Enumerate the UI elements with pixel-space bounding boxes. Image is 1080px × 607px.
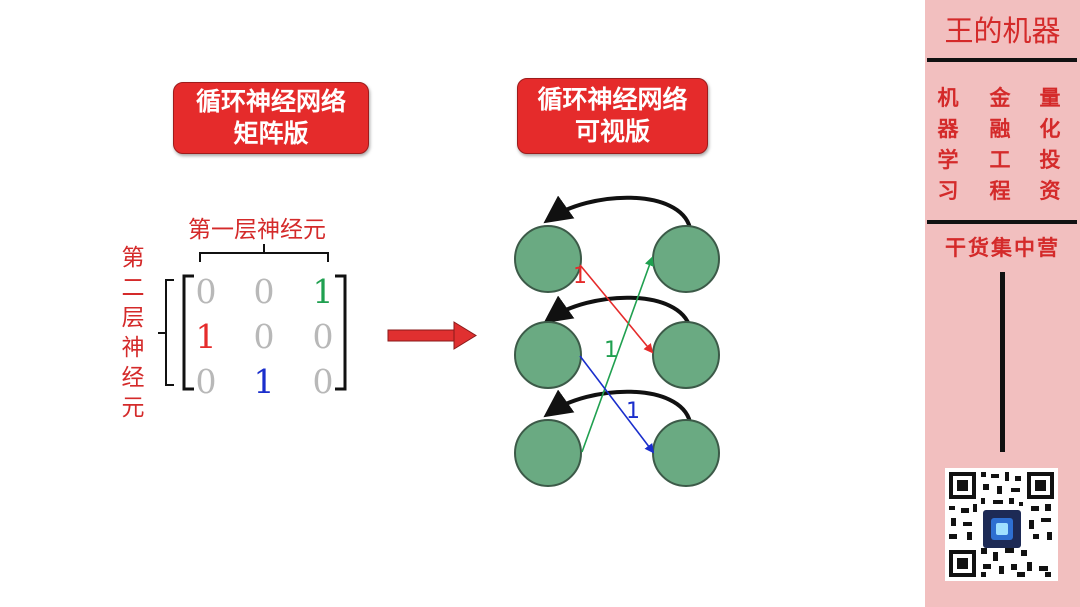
output-node-2 xyxy=(652,321,720,389)
red-connection xyxy=(579,264,654,354)
green-edge-label: 1 xyxy=(604,338,618,363)
green-connection xyxy=(581,256,654,453)
matrix-cell: 0 xyxy=(195,272,217,311)
title-line-1: 循环神经网络 xyxy=(537,85,688,114)
keyword-char: 金 xyxy=(989,85,1011,110)
input-node-1 xyxy=(514,225,582,293)
label-char: 第 xyxy=(121,245,145,271)
keyword-char: 习 xyxy=(937,178,959,203)
first-layer-neurons-label: 第一层神经元 xyxy=(188,217,326,243)
visual-version-title: 循环神经网络 可视版 xyxy=(517,78,708,154)
input-node-3 xyxy=(514,419,582,487)
keyword-char: 资 xyxy=(1039,178,1061,203)
matrix-cell: 1 xyxy=(253,362,275,401)
matrix-left-bracket xyxy=(182,274,194,391)
keyword-char: 学 xyxy=(937,147,959,172)
keyword-char: 程 xyxy=(989,178,1011,203)
weight-matrix: 0 0 1 1 0 0 0 1 0 xyxy=(178,272,343,401)
recurrent-arc-1 xyxy=(543,195,692,229)
keyword-char: 量 xyxy=(1039,85,1061,110)
label-char: 神 xyxy=(121,335,145,361)
keyword-char: 器 xyxy=(937,116,959,141)
label-char: 二 xyxy=(121,275,145,301)
output-node-1 xyxy=(652,225,720,293)
title-line-1: 循环神经网络 xyxy=(195,87,346,116)
matrix-cell: 0 xyxy=(195,362,217,401)
divider xyxy=(927,220,1077,224)
diagram-decorations xyxy=(158,244,477,391)
label-char: 元 xyxy=(121,395,145,421)
keyword-column-finance: 金 融 工 程 xyxy=(985,82,1015,206)
keyword-column-ml: 机 器 学 习 xyxy=(933,82,963,206)
input-node-2 xyxy=(514,321,582,389)
matrix-cell: 0 xyxy=(253,272,275,311)
blue-edge-label: 1 xyxy=(626,399,640,424)
keyword-char: 工 xyxy=(989,147,1011,172)
label-char: 经 xyxy=(121,365,145,391)
matrix-right-bracket xyxy=(335,274,347,391)
matrix-cell: 1 xyxy=(195,317,217,356)
qr-code-pattern xyxy=(949,472,1054,577)
brand-title: 王的机器 xyxy=(944,14,1061,48)
keyword-column-quant: 量 化 投 资 xyxy=(1035,82,1065,206)
second-layer-neurons-label: 第 二 层 神 经 元 xyxy=(118,243,148,423)
keyword-char: 投 xyxy=(1039,147,1061,172)
blue-connection xyxy=(579,355,655,454)
keyword-char: 融 xyxy=(989,116,1011,141)
recurrent-arc-3 xyxy=(543,389,692,423)
slogan: 干货集中营 xyxy=(945,235,1060,260)
red-edge-label: 1 xyxy=(573,264,587,289)
rnn-network-diagram: 1 1 1 xyxy=(514,195,720,487)
matrix-version-title: 循环神经网络 矩阵版 xyxy=(173,82,369,154)
recurrent-arc-2 xyxy=(543,295,692,329)
label-char: 层 xyxy=(121,305,145,331)
matrix-cell: 0 xyxy=(312,362,334,401)
matrix-cell: 1 xyxy=(312,272,334,311)
qr-code-image xyxy=(945,468,1058,581)
output-node-3 xyxy=(652,419,720,487)
keyword-char: 机 xyxy=(937,85,959,110)
column-brace xyxy=(199,244,329,262)
row-brace xyxy=(158,279,174,386)
keyword-char: 化 xyxy=(1039,116,1061,141)
title-line-2: 可视版 xyxy=(574,117,650,146)
title-line-2: 矩阵版 xyxy=(233,119,309,148)
matrix-cell: 0 xyxy=(312,317,334,356)
brand-sidebar: 王的机器 机 器 学 习 金 融 工 程 量 化 投 资 干货集中营 xyxy=(925,0,1080,607)
vertical-rule xyxy=(1000,272,1005,452)
divider xyxy=(927,58,1077,62)
matrix-cell: 0 xyxy=(253,317,275,356)
right-arrow xyxy=(387,321,477,350)
